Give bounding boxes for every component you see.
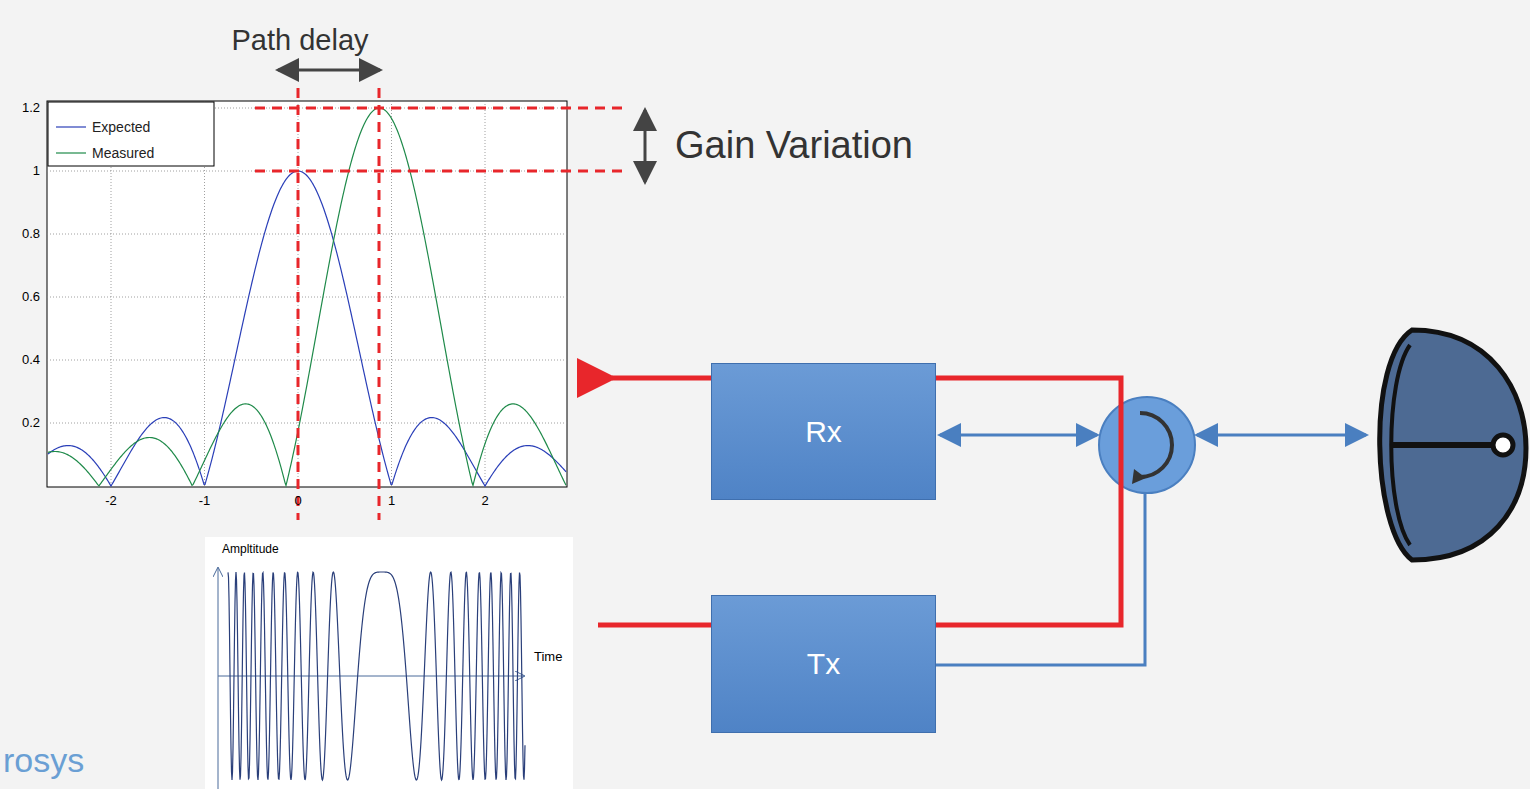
delay-arrow bbox=[278, 69, 380, 72]
antenna-dish bbox=[1380, 330, 1526, 560]
expected-curve bbox=[48, 171, 566, 486]
grid-lines bbox=[47, 101, 567, 487]
legend-text: Measured bbox=[92, 146, 154, 160]
chirp-axis bbox=[218, 568, 219, 789]
annotation: Gain Variation bbox=[675, 126, 913, 164]
axis-label: 0.8 bbox=[22, 227, 40, 240]
circulator-head bbox=[1132, 469, 1146, 484]
axis-label: 1 bbox=[33, 164, 40, 177]
circulator-arc bbox=[1140, 413, 1172, 477]
axis-label: -2 bbox=[105, 494, 117, 507]
logo-text: rosys bbox=[3, 743, 84, 777]
axis-label: Time bbox=[534, 650, 562, 663]
legend-sample bbox=[56, 152, 86, 153]
axis-label: 0.2 bbox=[22, 416, 40, 429]
axis-label: 0.4 bbox=[22, 353, 40, 366]
legend-text: Expected bbox=[92, 120, 150, 134]
legend-sample bbox=[56, 126, 86, 127]
axis-label: 0 bbox=[294, 494, 301, 507]
box-label: Tx bbox=[807, 647, 840, 681]
process-box: Rx bbox=[711, 363, 936, 500]
axis-label: -1 bbox=[199, 494, 211, 507]
chirp-axis bbox=[218, 676, 524, 677]
plot-area bbox=[47, 101, 567, 487]
chirp-waveform bbox=[228, 572, 525, 780]
process-box: Tx bbox=[711, 595, 936, 733]
antenna-feed bbox=[1392, 442, 1498, 448]
axis-label: 2 bbox=[481, 494, 488, 507]
axis-label: 0.6 bbox=[22, 290, 40, 303]
gain-arrow bbox=[644, 110, 647, 182]
axis-label: 1 bbox=[388, 494, 395, 507]
circulator bbox=[1099, 397, 1195, 493]
antenna-feed-horn bbox=[1493, 435, 1513, 455]
annotation: Path delay bbox=[231, 26, 368, 55]
box-label: Rx bbox=[805, 415, 842, 449]
guide-lines bbox=[255, 88, 628, 520]
axis-label: 1.2 bbox=[22, 101, 40, 114]
axis-label: Ampltitude bbox=[222, 543, 279, 555]
legend-box bbox=[48, 102, 214, 166]
chirp-panel bbox=[205, 537, 573, 789]
